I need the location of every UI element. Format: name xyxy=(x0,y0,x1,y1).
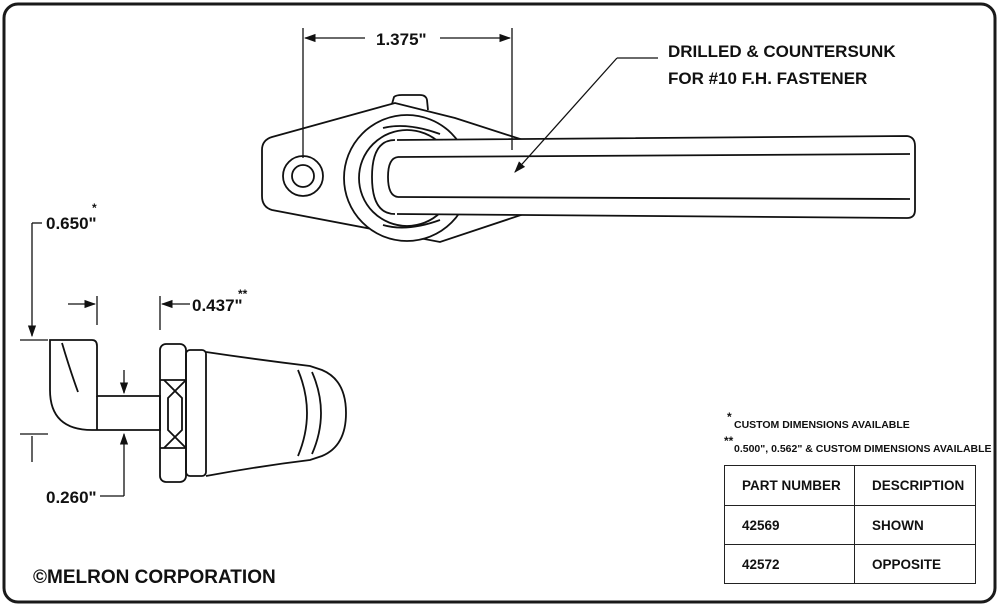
header-part-number: PART NUMBER xyxy=(724,465,855,506)
dimension-1375-label: 1.375" xyxy=(376,30,427,49)
note-1-mark: * xyxy=(727,410,732,424)
part-number-cell: 42572 xyxy=(724,544,855,584)
dimension-0650-label: 0.650" xyxy=(46,214,97,233)
part-number-cell: 42569 xyxy=(724,505,855,545)
note-1: CUSTOM DIMENSIONS AVAILABLE xyxy=(734,419,910,431)
dimension-0437-label: 0.437" xyxy=(192,296,243,315)
handle-side-view xyxy=(49,339,347,483)
dimension-0650 xyxy=(20,222,48,341)
dimension-1375 xyxy=(302,28,513,158)
parts-table: PART NUMBER DESCRIPTION 42569 SHOWN 4257… xyxy=(724,465,976,584)
description-cell: SHOWN xyxy=(854,505,976,545)
description-cell: OPPOSITE xyxy=(854,544,976,584)
table-header-row: PART NUMBER DESCRIPTION xyxy=(724,465,976,506)
callout-line-2: FOR #10 F.H. FASTENER xyxy=(668,69,867,88)
dimension-0437 xyxy=(68,296,190,330)
dimension-0260 xyxy=(20,370,129,497)
table-row: 42572 OPPOSITE xyxy=(724,544,976,584)
dimension-0260-label: 0.260" xyxy=(46,488,97,507)
dimension-0437-mark: ** xyxy=(238,287,248,301)
header-description: DESCRIPTION xyxy=(854,465,976,506)
callout-leader xyxy=(514,57,658,173)
copyright: ©MELRON CORPORATION xyxy=(33,567,276,588)
dimension-0650-mark: * xyxy=(92,201,97,215)
handle-top-view xyxy=(261,94,916,243)
callout-line-1: DRILLED & COUNTERSUNK xyxy=(668,42,896,61)
note-2: 0.500", 0.562" & CUSTOM DIMENSIONS AVAIL… xyxy=(734,443,992,455)
note-2-mark: ** xyxy=(724,434,734,448)
table-row: 42569 SHOWN xyxy=(724,505,976,545)
